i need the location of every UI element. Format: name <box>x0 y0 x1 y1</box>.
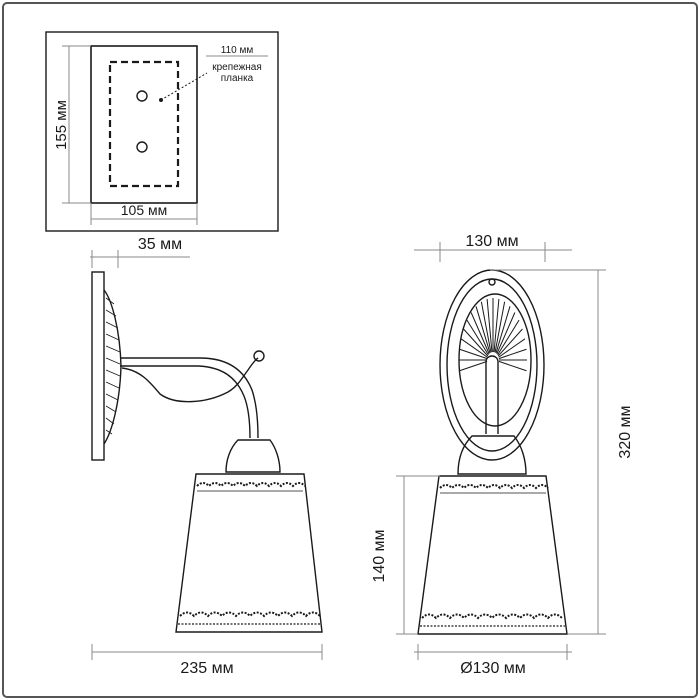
rosette-ray <box>496 312 516 355</box>
rosette-ray <box>470 312 490 355</box>
arm-finial <box>253 350 265 362</box>
shade-side-lace-top <box>196 482 306 488</box>
arm-lower <box>120 365 251 439</box>
shade-front-lace-bottom <box>421 613 563 620</box>
rosette-ray <box>466 319 489 356</box>
rosette-ray <box>497 328 523 357</box>
rosette-ray <box>493 298 500 353</box>
inset-frame <box>45 31 279 232</box>
total-height-label: 320 мм <box>617 405 634 458</box>
rosette-ray <box>498 338 526 358</box>
rosette-ray <box>497 319 520 356</box>
wall-plate-side <box>91 271 105 461</box>
plate-label-line2: планка <box>221 73 254 84</box>
plate-width-label: 105 мм <box>121 202 168 218</box>
length-label: 235 мм <box>180 660 233 677</box>
rosette-ray <box>494 301 506 353</box>
plate-height-label: 155 мм <box>53 100 70 150</box>
rosette-ray <box>498 360 527 372</box>
plate-label-leader <box>160 72 208 101</box>
mounting-plate <box>90 45 198 204</box>
rosette-ray <box>459 360 488 372</box>
rosette-ray <box>459 348 488 360</box>
arm-swirl <box>121 357 259 403</box>
rosette-rays <box>459 298 527 372</box>
shade-front-lace-top <box>439 484 549 490</box>
front-width-label: 130 мм <box>465 233 518 250</box>
front-stem <box>485 355 499 434</box>
mounting-hole-bottom <box>136 141 148 153</box>
side-view: 35 мм 235 мм <box>90 236 323 677</box>
depth-label: 35 мм <box>138 236 182 253</box>
mounting-plate-inset: 110 мм крепежная планка 155 мм 105 мм <box>45 31 279 232</box>
shade-diameter-label: Ø130 мм <box>460 660 526 677</box>
shade-height-label: 140 мм <box>371 529 388 582</box>
plate-label-line1: крепежная <box>212 62 262 73</box>
rosette-ray <box>475 306 491 354</box>
rosette-ray <box>495 306 511 354</box>
rosette-ray <box>460 338 488 358</box>
shade-front <box>417 475 568 635</box>
socket-cup-front <box>457 435 527 475</box>
front-view: 130 мм 320 мм 140 мм Ø130 мм <box>371 233 634 677</box>
rosette-front-outer <box>439 269 545 461</box>
rosette-side <box>103 289 122 445</box>
mounting-bracket-outline <box>108 60 180 188</box>
arm-upper <box>120 357 259 439</box>
plate-label-dot <box>159 98 163 102</box>
shade-side-lace-bottom <box>179 611 321 618</box>
rosette-ray <box>463 328 489 357</box>
rosette-side-texture <box>105 297 121 435</box>
hole-spacing-label: 110 мм <box>221 45 254 56</box>
rosette-ray <box>486 298 493 353</box>
rosette-finial <box>488 278 496 286</box>
rosette-ray <box>498 348 527 360</box>
mounting-hole-top <box>136 90 148 102</box>
shade-side <box>175 473 323 633</box>
rosette-ray <box>480 301 492 353</box>
socket-cup-side <box>225 439 281 473</box>
